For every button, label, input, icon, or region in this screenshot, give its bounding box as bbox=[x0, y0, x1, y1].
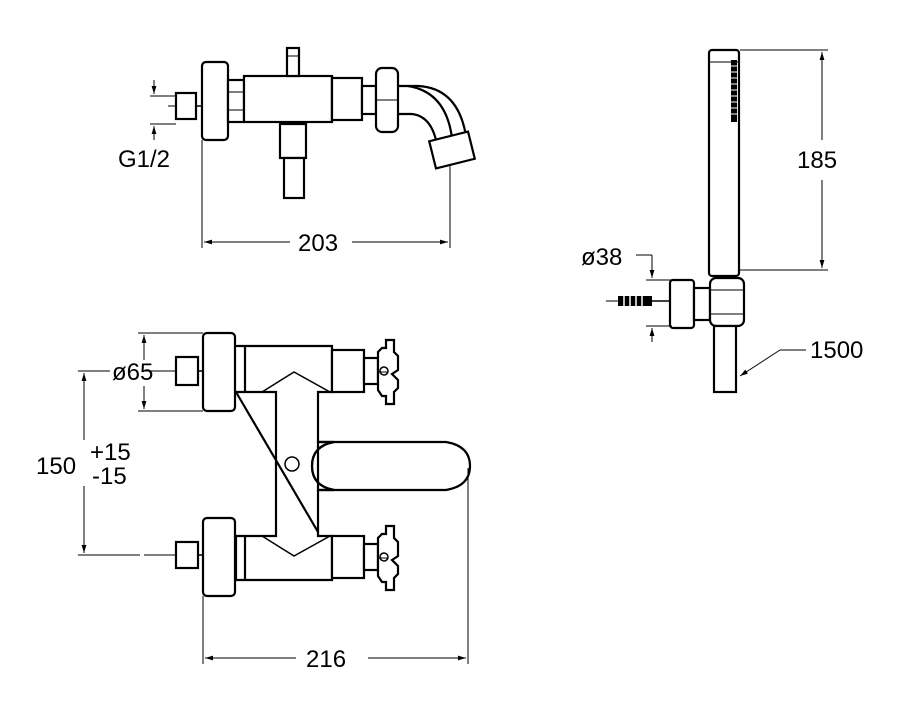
lower-flange bbox=[201, 516, 237, 598]
front-mixer-view: ø65 150 +15 -15 216 bbox=[36, 331, 472, 673]
diameter-dimension-flange: ø65 bbox=[112, 332, 203, 412]
width-dimension-front: 216 bbox=[202, 468, 469, 673]
lower-cross-handle bbox=[362, 524, 400, 592]
hand-shower-view: ø38 185 1500 bbox=[581, 48, 863, 394]
diameter-label-shower: ø38 bbox=[581, 244, 622, 271]
inlet-nipple bbox=[174, 91, 198, 121]
length-dimension-shower: 185 bbox=[740, 49, 837, 271]
body-hole bbox=[284, 456, 300, 472]
cross-handle bbox=[360, 66, 400, 134]
width-dimension-top: 203 bbox=[201, 140, 451, 257]
length-label-shower: 185 bbox=[797, 147, 837, 174]
diverter-knob bbox=[285, 46, 301, 78]
upper-flange bbox=[201, 331, 237, 413]
diameter-dimension-shower: ø38 bbox=[581, 244, 672, 342]
wall-screw bbox=[606, 296, 670, 306]
shower-outlet bbox=[278, 122, 308, 160]
diameter-label-flange: ø65 bbox=[112, 359, 153, 386]
thread-dimension: G1/2 bbox=[118, 80, 176, 173]
spray-nozzles bbox=[731, 60, 737, 122]
top-mixer-view: G1/2 203 bbox=[118, 46, 477, 257]
wall-holder bbox=[668, 278, 696, 330]
hose-dimension: 1500 bbox=[739, 337, 863, 377]
center-distance-dimension: 150 +15 -15 bbox=[36, 370, 140, 556]
mixer-body bbox=[242, 74, 334, 124]
width-label-top: 203 bbox=[298, 230, 338, 257]
tolerance-minus-label: -15 bbox=[92, 463, 127, 490]
wall-flange bbox=[200, 60, 230, 142]
upper-cross-handle bbox=[362, 338, 400, 406]
thread-label: G1/2 bbox=[118, 146, 170, 173]
width-label-front: 216 bbox=[306, 646, 346, 673]
hose-label: 1500 bbox=[810, 337, 863, 364]
center-distance-label: 150 bbox=[36, 453, 76, 480]
shower-hose bbox=[712, 324, 738, 394]
bath-spout bbox=[398, 84, 477, 170]
spout-front bbox=[310, 440, 335, 492]
tolerance-plus-label: +15 bbox=[90, 439, 131, 466]
hex-nut bbox=[226, 78, 246, 124]
